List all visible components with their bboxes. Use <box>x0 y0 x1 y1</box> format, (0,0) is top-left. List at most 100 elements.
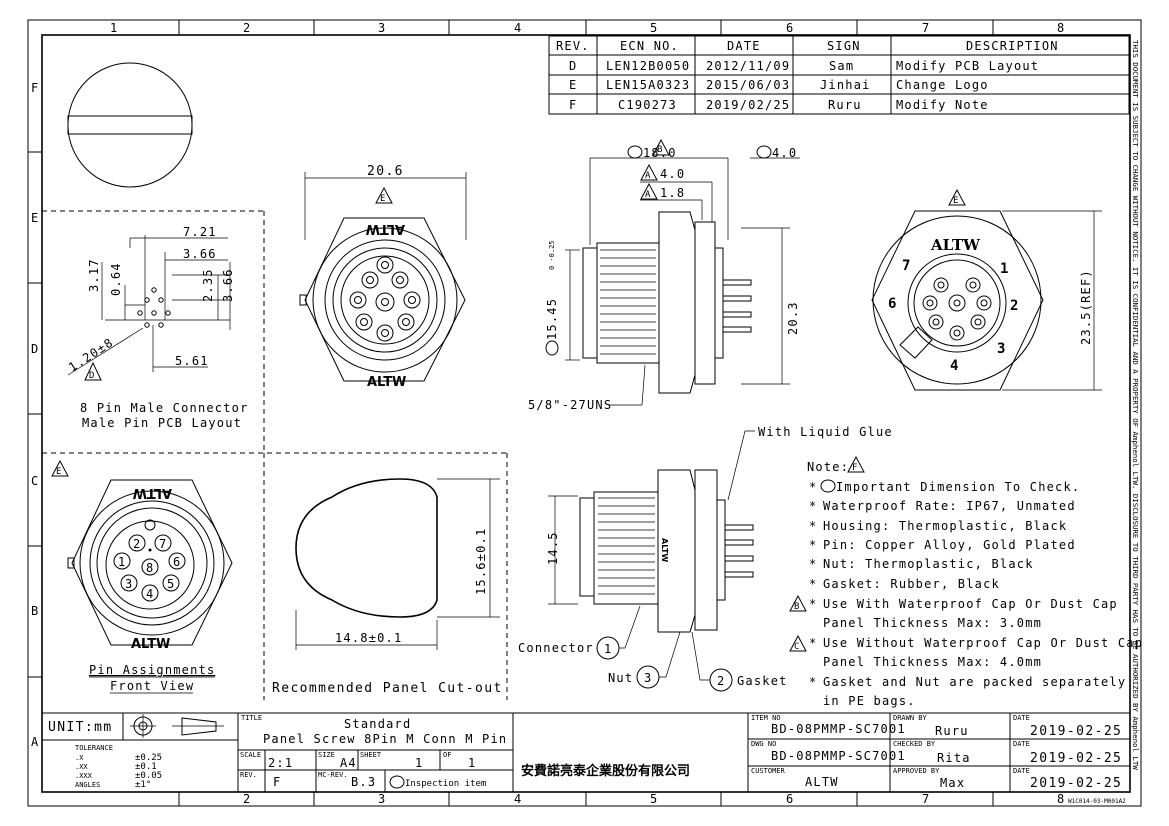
tolerance-value: ±1° <box>135 780 151 790</box>
brand-logo: ALTW <box>930 236 981 254</box>
brand-logo: ALTW <box>366 221 405 236</box>
col-label: 4 <box>514 792 522 806</box>
notes-block: Note: F * Important Dimension To Check. … <box>789 455 1143 708</box>
col-label: 2 <box>243 792 251 806</box>
rev-value: F <box>273 775 281 789</box>
rev-cell: C190273 <box>618 98 677 112</box>
date-value: 2019-02-25 <box>1030 751 1122 766</box>
brand-logo: ALTW <box>660 538 669 562</box>
dim-label: 23.5(REF) <box>1079 269 1093 345</box>
revision-flag-icon <box>789 634 807 652</box>
side-bottom-view: ALTW 14.5 With Liquid Glue Connector 1 N… <box>518 425 892 692</box>
dim-label: 14.5 <box>546 531 560 565</box>
pin-number: 4 <box>146 587 154 601</box>
note-item: Pin: Copper Alloy, Gold Plated <box>823 538 1076 552</box>
size-value: A4 <box>340 756 357 770</box>
revision-flag-icon <box>847 455 865 473</box>
customer-value: ALTW <box>805 775 839 789</box>
revision-flag-icon <box>51 459 69 477</box>
drawing-title: Standard <box>344 717 411 731</box>
note-item: Use Without Waterproof Cap Or Dust Cap <box>823 636 1143 650</box>
row-label: B <box>31 604 39 618</box>
pin-number: 7 <box>902 258 910 274</box>
scale-value: 2:1 <box>268 756 293 770</box>
revision-flag-label: D <box>89 371 94 381</box>
note-item: Use With Waterproof Cap Or Dust Cap <box>823 597 1118 611</box>
revision-flag-icon <box>652 138 670 156</box>
dim-label: 3.66 <box>221 268 235 302</box>
dwg-no-value: BD-08PMMP-SC7001 <box>771 749 906 763</box>
field-caption: SIZE <box>318 751 335 759</box>
field-caption: DWG NO <box>751 740 776 748</box>
dim-label: 5.61 <box>175 354 209 368</box>
mcrev-value: B.3 <box>351 775 376 789</box>
rev-header: ECN NO. <box>620 39 679 53</box>
dim-label: 15.6±0.1 <box>474 528 488 595</box>
dim-label: 7.21 <box>183 225 217 239</box>
note-item: Panel Thickness Max: 4.0mm <box>823 655 1042 669</box>
field-caption: ITEM NO <box>751 714 781 722</box>
checked-by-value: Rita <box>937 751 971 765</box>
svg-text:*: * <box>809 577 817 591</box>
tolerance-value: ±0.05 <box>135 771 162 781</box>
panel-cutout-caption: Recommended Panel Cut-out <box>272 681 503 696</box>
field-caption: DATE <box>1013 740 1030 748</box>
note-item: Nut: Thermoplastic, Black <box>823 557 1034 571</box>
callout-label: Nut <box>608 671 633 685</box>
pin-number: 5 <box>167 577 175 591</box>
tolerance-key: .XX <box>75 763 88 771</box>
rev-cell: Modify PCB Layout <box>896 59 1039 73</box>
col-label: 6 <box>786 792 794 806</box>
inspection-icon <box>820 479 836 493</box>
pin-number: 1 <box>1000 261 1008 277</box>
rev-cell: LEN15A0323 <box>606 78 690 92</box>
tolerance-key: .XXX <box>75 772 93 780</box>
pin-number: 1 <box>118 555 126 569</box>
of-value: 1 <box>468 756 476 770</box>
callout-label: Connector <box>518 641 594 655</box>
revision-flag-label: B <box>657 145 662 155</box>
rev-cell: F <box>569 98 577 112</box>
item-no-value: BD-08PMMP-SC7001 <box>771 722 906 736</box>
pcb-caption: Male Pin PCB Layout <box>82 416 242 430</box>
callout-number: 1 <box>604 642 612 656</box>
inspection-icon <box>545 340 559 356</box>
brand-logo: ALTW <box>133 485 172 500</box>
row-label: F <box>31 81 39 95</box>
revision-flag-label: C <box>794 642 799 652</box>
note-item: Important Dimension To Check. <box>836 480 1080 494</box>
revision-flag-label: E <box>56 467 61 477</box>
field-caption: DRAWN BY <box>893 714 928 722</box>
sheet-value: 1 <box>415 756 423 770</box>
outer-border <box>27 19 1142 807</box>
field-caption: SHEET <box>360 751 382 759</box>
rev-cell: Change Logo <box>896 78 989 92</box>
form-number: W1C014-03-M001A2 <box>1068 798 1126 805</box>
inspection-icon <box>627 145 643 159</box>
revision-flag-icon <box>640 182 658 200</box>
pin-number: 7 <box>159 537 167 551</box>
tolerance-value: ±0.1 <box>135 762 157 772</box>
pin-number: 3 <box>125 577 133 591</box>
svg-text:*: * <box>809 597 817 611</box>
inspection-icon <box>389 775 405 789</box>
callout-number: 3 <box>644 671 652 685</box>
dim-label: 18.0 <box>643 146 677 160</box>
pcb-layout-view: 7.21 3.66 3.17 0.64 2.35 3.66 5.61 1.20±… <box>66 225 247 430</box>
col-label: 5 <box>650 21 658 35</box>
revision-flag-label: A <box>645 171 651 181</box>
field-caption: DATE <box>1013 767 1030 775</box>
date-value: 2019-02-25 <box>1030 724 1122 739</box>
field-caption: DATE <box>1013 714 1030 722</box>
notes-title: Note: <box>807 460 849 474</box>
rev-cell: Sam <box>829 59 854 73</box>
zone-grid <box>28 20 994 806</box>
dim-label: 0.64 <box>109 262 123 296</box>
rev-cell: 2012/11/09 <box>706 59 790 73</box>
note-item: Housing: Thermoplastic, Black <box>823 519 1067 533</box>
callout-label: Gasket <box>737 674 788 688</box>
inspection-icon <box>756 145 772 159</box>
dim-label: 1.8 <box>660 186 685 200</box>
approved-by-value: Max <box>940 776 965 790</box>
